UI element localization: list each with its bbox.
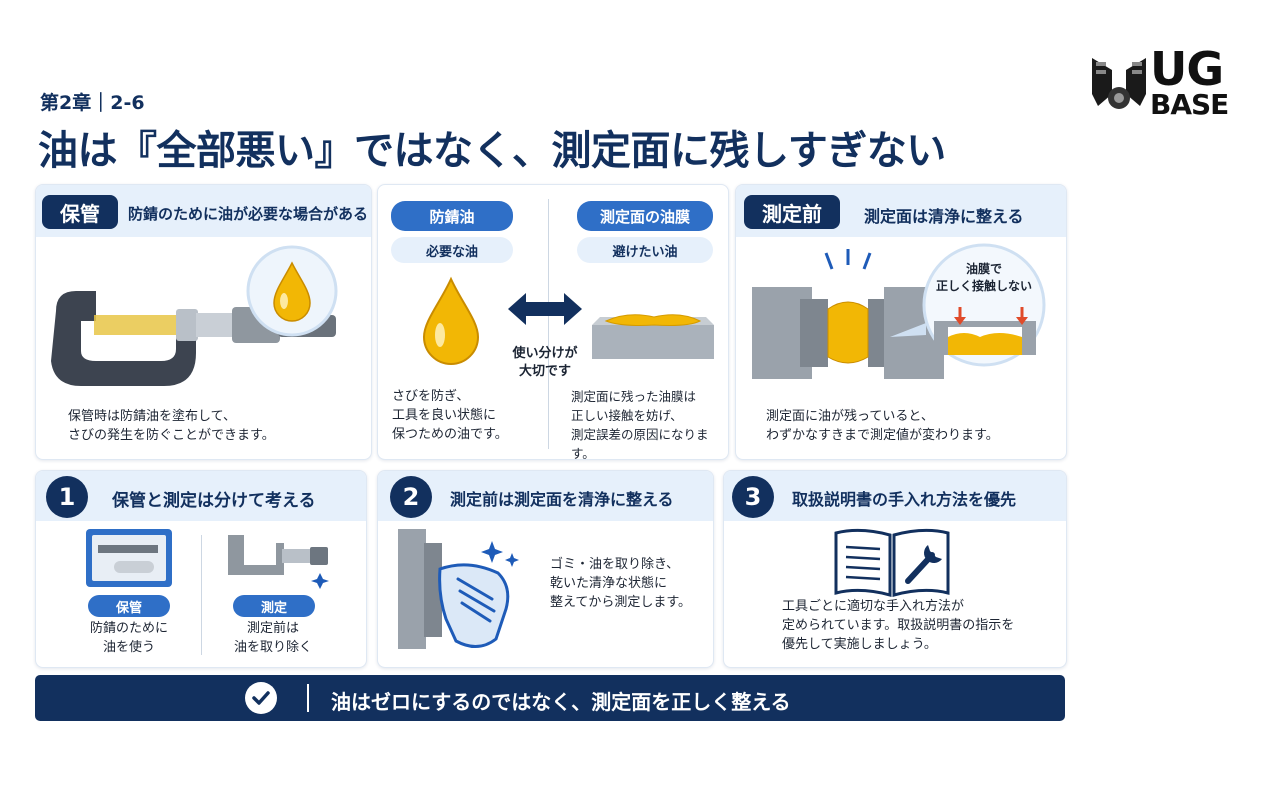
logo-text-ug: UG <box>1150 42 1224 96</box>
panel-header-band <box>36 471 366 521</box>
step-number: 2 <box>390 476 432 518</box>
micrometer-illustration <box>51 245 338 386</box>
ug-base-logo: UG BASE <box>1088 42 1248 121</box>
before-measurement-badge: 測定前 <box>744 195 840 229</box>
step-number: 3 <box>732 476 774 518</box>
oil-film-caption: 測定面に残った油膜は 正しい接触を妨げ、 測定誤差の原因になります。 <box>571 389 709 460</box>
footer-message: 油はゼロにするのではなく、測定面を正しく整える <box>331 690 791 714</box>
step-2-caption: ゴミ・油を取り除き、 乾いた清浄な状態に 整えてから測定します。 <box>550 557 692 610</box>
wipe-hand-icon <box>398 529 519 649</box>
step-1-heading: 保管と測定は分けて考える <box>112 491 316 511</box>
step-3-heading: 取扱説明書の手入れ方法を優先 <box>792 490 1017 509</box>
step-2-card: 2 測定前は測定面を清浄に整える ゴミ・油を取り除き、 乾いた清浄な状態に 整え… <box>377 470 714 668</box>
chapter-label: 第2章｜2-6 <box>40 92 145 114</box>
divider <box>548 199 549 449</box>
step-1-card: 1 保管と測定は分けて考える 保管 測定 防錆のために 油を使う 測定前は 油を… <box>35 470 367 668</box>
oily-contact-illustration <box>752 243 1046 379</box>
step-number: 1 <box>46 476 88 518</box>
before-measurement-caption: 測定面に油が残っていると、 わずかなすきまで測定値が変わります。 <box>766 409 999 443</box>
storage-pill: 保管 <box>88 595 170 617</box>
double-arrow-icon <box>508 293 582 325</box>
check-circle-icon <box>245 682 277 714</box>
rustproof-caption: さびを防ぎ、 工具を良い状態に 保つための油です。 <box>392 389 508 442</box>
storage-case-icon <box>86 529 172 587</box>
oil-film-bubble-text: 油膜で 正しく接触しない <box>935 262 1032 293</box>
step-1-left-caption: 防錆のために 油を使う <box>89 621 168 655</box>
step-2-heading: 測定前は測定面を清浄に整える <box>450 490 674 509</box>
rustproof-oil-pill: 防錆油 <box>391 201 513 231</box>
oil-comparison-panel: 防錆油 必要な油 測定面の油膜 避けたい油 使い分けが 大切です さびを防ぎ、 … <box>377 184 729 460</box>
oil-film-pill: 測定面の油膜 <box>577 201 713 231</box>
panel-header-band <box>378 471 713 521</box>
oil-film-block-icon <box>592 314 714 359</box>
storage-caption: 保管時は防錆油を塗布して、 さびの発生を防ぐことができます。 <box>68 409 275 443</box>
footer-banner: 油はゼロにするのではなく、測定面を正しく整える <box>35 675 1065 721</box>
logo-text-base: BASE <box>1150 88 1229 121</box>
manual-wrench-icon <box>834 528 950 597</box>
avoid-oil-pill: 避けたい油 <box>577 237 713 263</box>
needed-oil-pill: 必要な油 <box>391 237 513 263</box>
measurement-pill: 測定 <box>233 595 315 617</box>
use-properly-label: 使い分けが 大切です <box>512 346 578 379</box>
storage-panel: 保管 防錆のために油が必要な場合がある 保管時は防錆油を塗布して、 さびの発生を… <box>35 184 372 460</box>
step-3-card: 3 取扱説明書の手入れ方法を優先 工具ごとに適切な手入れ方法が 定められています… <box>723 470 1067 668</box>
before-measurement-panel: 測定前 測定面は清浄に整える 油膜で 正しく接触しない 測定面に油が残っていると… <box>735 184 1067 460</box>
storage-badge: 保管 <box>42 195 118 229</box>
step-1-divider <box>201 535 202 655</box>
footer-divider <box>307 684 309 712</box>
page-title: 油は『全部悪い』ではなく、測定面に残しすぎない <box>38 128 946 174</box>
micrometer-measure-icon <box>228 535 329 589</box>
step-1-right-caption: 測定前は 油を取り除く <box>233 621 312 655</box>
before-measurement-heading: 測定面は清浄に整える <box>864 207 1024 226</box>
panel-header-band <box>724 471 1066 521</box>
oil-drop-icon <box>422 276 480 365</box>
step-3-caption: 工具ごとに適切な手入れ方法が 定められています。取扱説明書の指示を 優先して実施… <box>782 599 1015 652</box>
engine-icon <box>1092 58 1146 109</box>
storage-heading: 防錆のために油が必要な場合がある <box>128 205 369 223</box>
